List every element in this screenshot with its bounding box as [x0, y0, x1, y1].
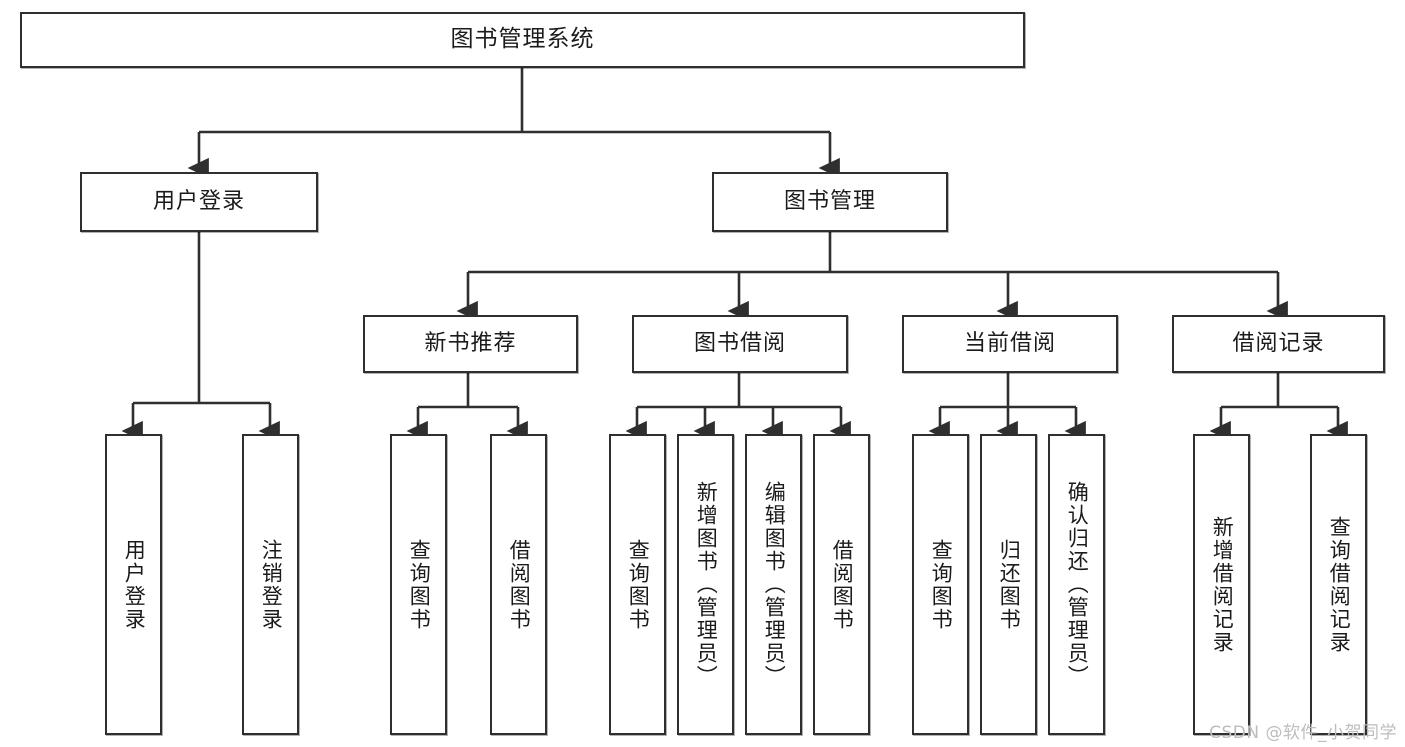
leaf-new-book-borrow[interactable]: 借阅图书: [490, 434, 547, 735]
leaf-new-book-query[interactable]: 查询图书: [390, 434, 447, 735]
leaf-new-book-borrow-label: 借阅图书: [507, 538, 532, 631]
node-root-system-label: 图书管理系统: [450, 26, 595, 53]
node-book-borrow[interactable]: 图书借阅: [632, 315, 848, 373]
leaf-record-add[interactable]: 新增借阅记录: [1193, 434, 1250, 735]
node-book-management-label: 图书管理: [783, 188, 876, 214]
leaf-current-query-book-label: 查询图书: [929, 538, 954, 631]
leaf-borrow-edit-book[interactable]: 编辑图书（管理员）: [745, 434, 802, 735]
leaf-current-confirm-return[interactable]: 确认归还（管理员）: [1048, 434, 1105, 735]
node-root-system[interactable]: 图书管理系统: [20, 12, 1025, 68]
leaf-borrow-add-book-label: 新增图书（管理员）: [694, 481, 719, 688]
leaf-borrow-borrow-book[interactable]: 借阅图书: [813, 434, 870, 735]
leaf-user-login-login-label: 用户登录: [122, 538, 147, 631]
node-book-management[interactable]: 图书管理: [712, 172, 948, 232]
leaf-user-login-logout[interactable]: 注销登录: [242, 434, 299, 735]
node-current-borrow-label: 当前借阅: [963, 330, 1056, 356]
node-user-login[interactable]: 用户登录: [80, 172, 318, 232]
leaf-current-return-book[interactable]: 归还图书: [980, 434, 1037, 735]
leaf-record-query-label: 查询借阅记录: [1327, 515, 1352, 654]
node-new-book-recommend[interactable]: 新书推荐: [363, 315, 578, 373]
leaf-current-query-book[interactable]: 查询图书: [912, 434, 969, 735]
leaf-borrow-edit-book-label: 编辑图书（管理员）: [762, 481, 787, 688]
leaf-borrow-query-book-label: 查询图书: [626, 538, 651, 631]
leaf-record-add-label: 新增借阅记录: [1210, 515, 1235, 654]
leaf-current-confirm-return-label: 确认归还（管理员）: [1065, 481, 1090, 688]
node-new-book-recommend-label: 新书推荐: [424, 330, 517, 356]
node-current-borrow[interactable]: 当前借阅: [902, 315, 1118, 373]
leaf-record-query[interactable]: 查询借阅记录: [1310, 434, 1367, 735]
csdn-watermark: CSDN @软件_小贺同学: [1209, 723, 1397, 743]
leaf-borrow-query-book[interactable]: 查询图书: [609, 434, 666, 735]
node-user-login-label: 用户登录: [152, 188, 245, 214]
node-book-borrow-label: 图书借阅: [693, 330, 786, 356]
leaf-current-return-book-label: 归还图书: [997, 538, 1022, 631]
leaf-user-login-login[interactable]: 用户登录: [105, 434, 162, 735]
leaf-user-login-logout-label: 注销登录: [259, 538, 284, 631]
leaf-new-book-query-label: 查询图书: [407, 538, 432, 631]
node-borrow-record[interactable]: 借阅记录: [1172, 315, 1385, 373]
leaf-borrow-add-book[interactable]: 新增图书（管理员）: [677, 434, 734, 735]
leaf-borrow-borrow-book-label: 借阅图书: [830, 538, 855, 631]
node-borrow-record-label: 借阅记录: [1232, 330, 1325, 356]
